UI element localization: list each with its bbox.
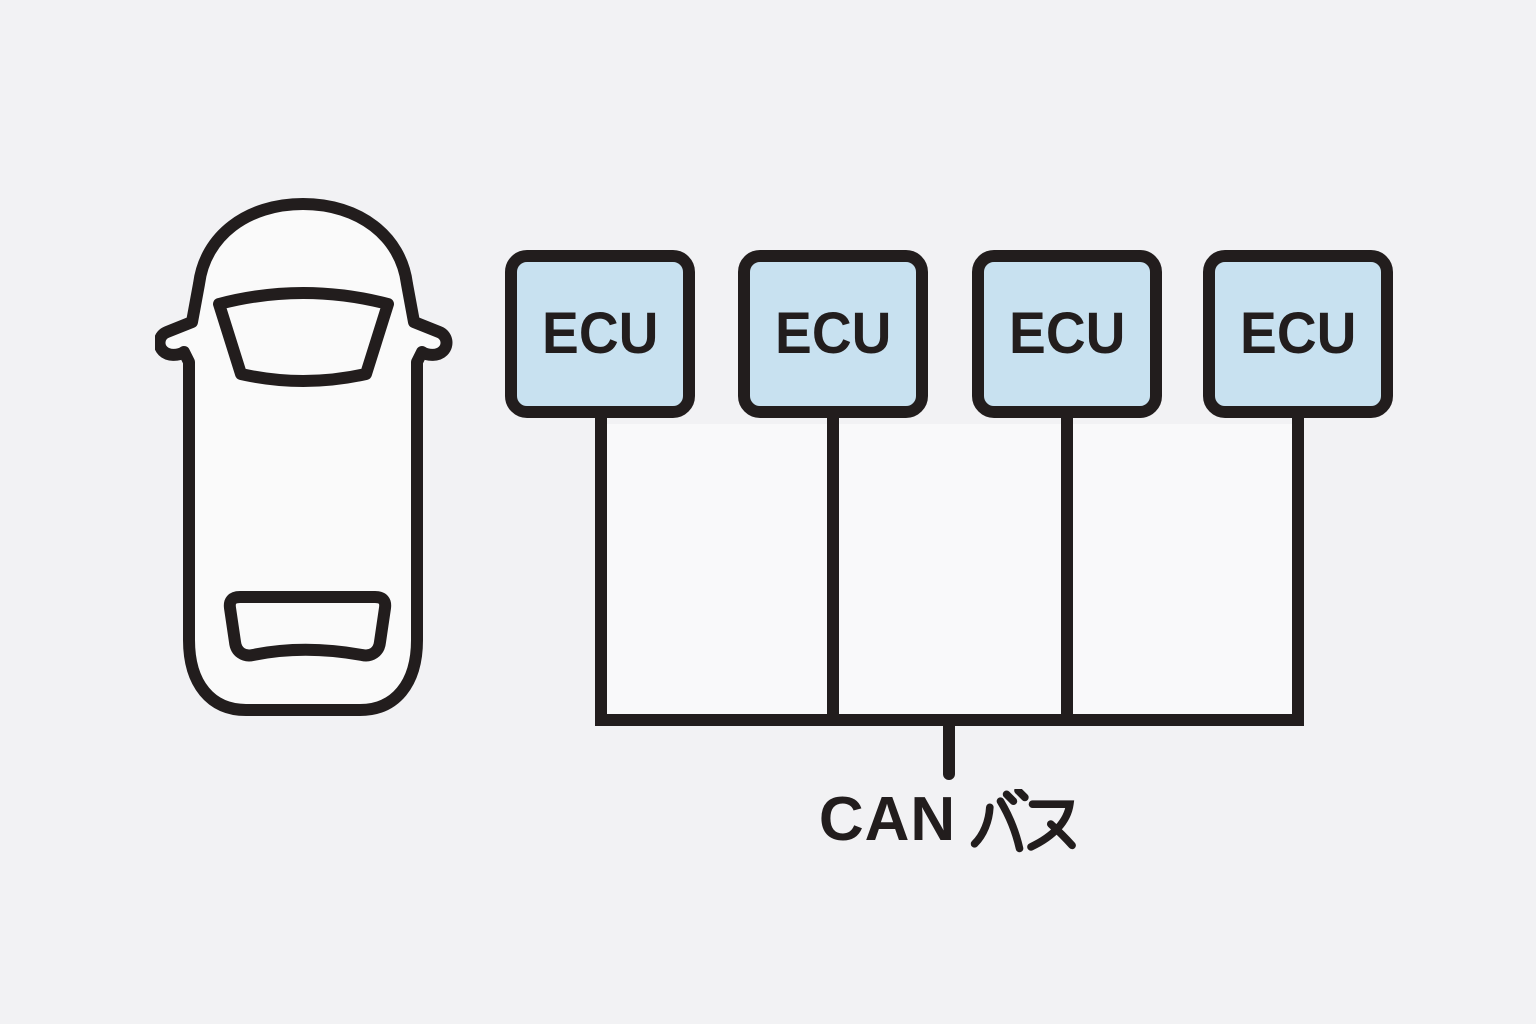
- ecu-node-label: ECU: [1008, 301, 1126, 366]
- car-windshield: [213, 287, 394, 387]
- ecu-node-1: ECU: [505, 250, 695, 418]
- can-bus-label-kana: [971, 789, 1077, 853]
- can-bus-label: CAN: [819, 786, 1077, 853]
- ecu-node-label: ECU: [541, 301, 659, 366]
- drop-line-4: [1292, 412, 1304, 722]
- drop-line-2: [827, 412, 839, 722]
- ecu-node-3: ECU: [972, 250, 1162, 418]
- ecu-node-2: ECU: [738, 250, 928, 418]
- drop-line-1: [595, 412, 607, 722]
- bus-enclosed-panel: [601, 424, 1298, 720]
- bus-label-stub: [943, 726, 955, 780]
- car-rear-window: [223, 591, 392, 662]
- ecu-node-label: ECU: [1239, 301, 1357, 366]
- can-bus-label-latin: CAN: [818, 784, 957, 854]
- car-top-view-icon: [155, 198, 453, 716]
- ecu-node-4: ECU: [1203, 250, 1393, 418]
- bus-line: [595, 714, 1304, 726]
- ecu-node-label: ECU: [774, 301, 892, 366]
- drop-line-3: [1061, 412, 1073, 722]
